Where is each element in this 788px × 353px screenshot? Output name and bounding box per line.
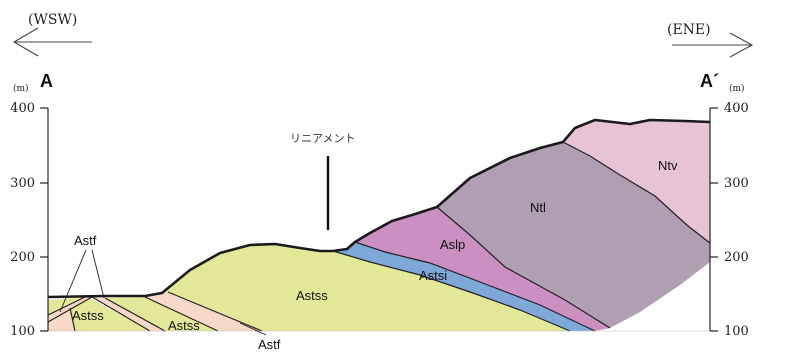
contact-astf-4 [69,307,76,332]
unit-astss-main-polygon [162,244,570,331]
left-elevation-axis [40,107,49,332]
right-direction-arrow [672,32,754,58]
contact-astf-3a [144,296,219,332]
unit-astsi-polygon [333,242,595,331]
right-tick-400: 400 [724,101,749,116]
geologic-units [48,120,710,331]
left-axis-unit: (m) [13,83,29,94]
left-tick-300: 300 [10,176,35,191]
unit-astss-mid-polygon [105,297,218,331]
contact-lines [47,141,711,332]
left-tick-400: 400 [10,101,35,116]
unit-aslp-polygon [355,207,610,331]
label-aslp: Aslp [440,237,465,252]
left-tick-100: 100 [10,324,35,339]
contact-ntv-ntl [562,141,711,244]
unit-astf-strip-3 [145,292,262,331]
endpoint-left-label: A [40,71,53,91]
unit-astf-strip-4 [48,308,75,331]
right-direction-label: (ENE) [667,22,711,38]
contact-astf-3b [167,291,263,332]
contact-aslp-astsi [354,241,596,332]
unit-astss-left-polygon [48,297,85,315]
topographic-surface [47,118,711,299]
contact-astf-2b [104,297,166,332]
lineament-label: リニアメント [290,132,355,145]
right-tick-200: 200 [724,250,749,265]
contact-ntl-aslp [436,206,611,329]
label-ntl: Ntl [530,200,546,215]
contact-astf-2a [91,296,151,332]
right-axis-unit: (m) [729,83,745,94]
label-astss-mid: Astss [168,318,200,333]
label-astss-left: Astss [72,308,104,323]
endpoint-right-label: A´ [700,71,719,91]
label-astf-upper: Astf [74,233,97,248]
left-direction-label: (WSW) [28,12,77,28]
contact-astsi-astss [332,250,571,332]
label-astsi: Astsi [419,268,447,283]
unit-astf-strip-2 [92,297,165,331]
left-direction-arrow [12,27,92,57]
label-astf-lower: Astf [258,337,281,352]
right-elevation-axis [709,107,718,332]
label-astss-main: Astss [296,288,328,303]
right-tick-300: 300 [724,176,749,191]
label-ntv: Ntv [658,158,678,173]
right-tick-100: 100 [724,324,749,339]
left-tick-200: 200 [10,250,35,265]
astf-leader-lines [59,249,267,336]
contact-astf-1a [47,296,86,316]
